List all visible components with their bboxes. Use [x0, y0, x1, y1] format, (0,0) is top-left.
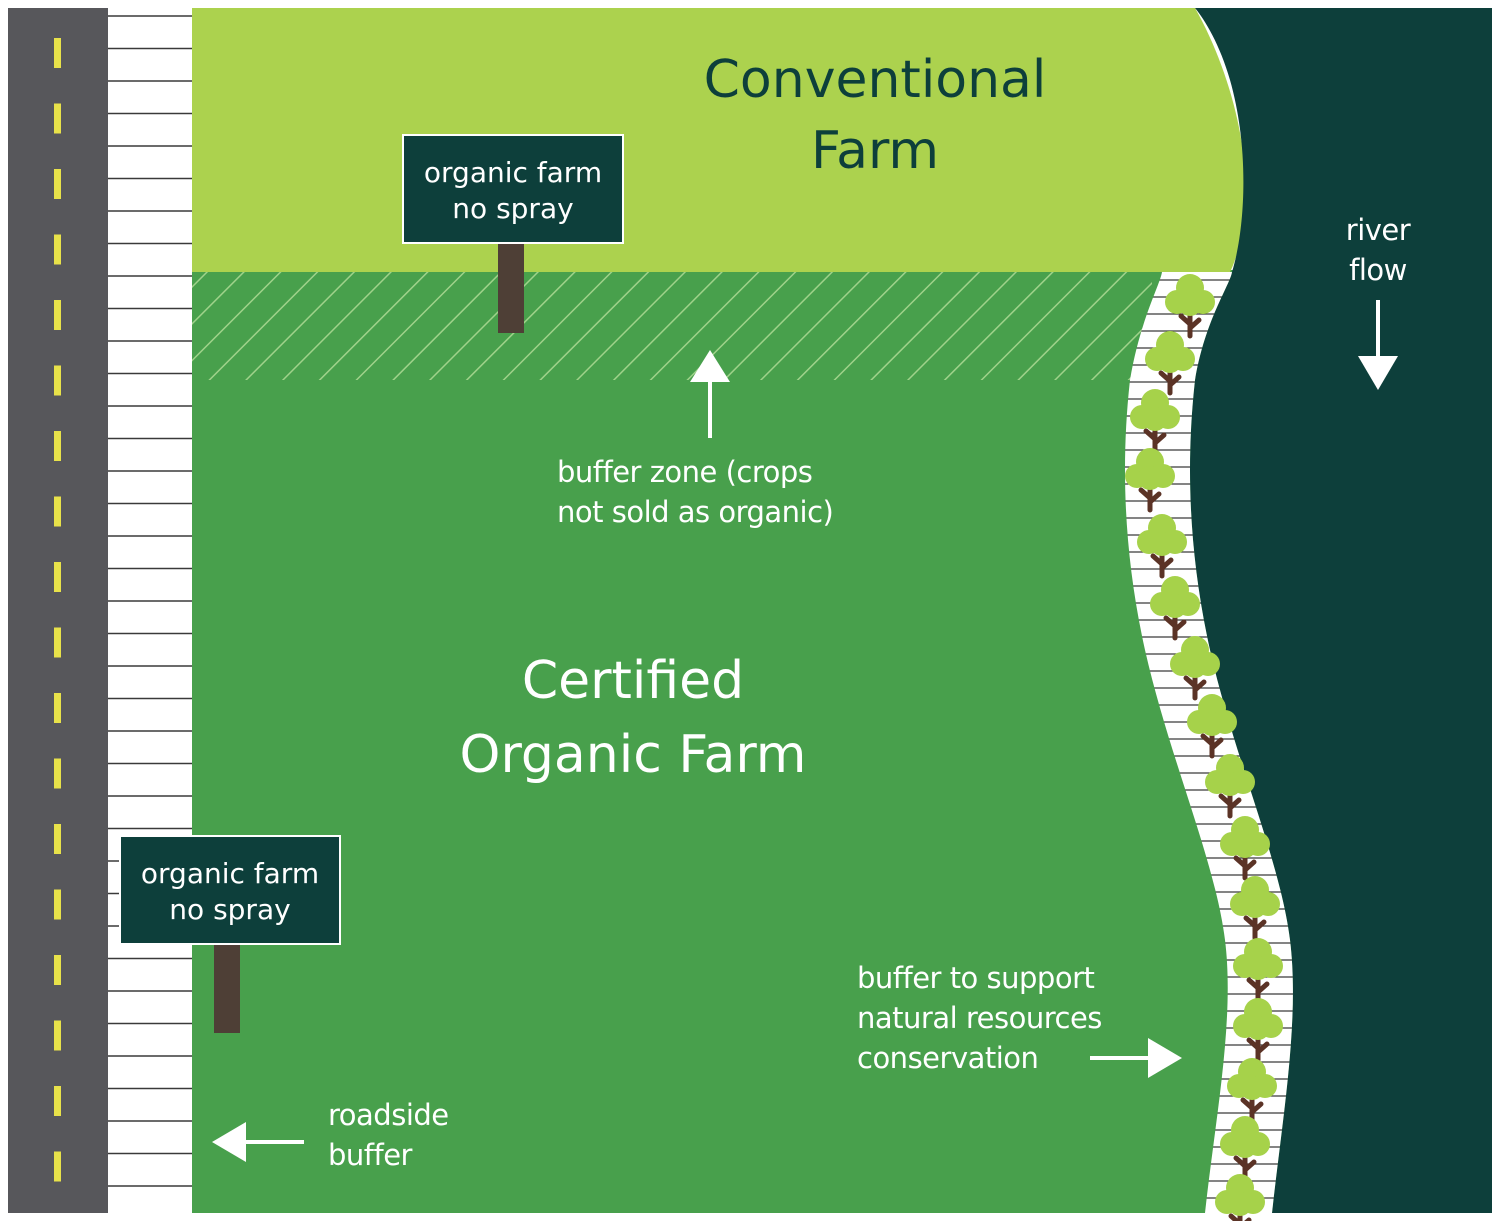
conventional-field: [192, 8, 1246, 272]
road-dash: [54, 824, 61, 854]
conservation-arrow: [1090, 1038, 1182, 1078]
roadside-label-line1: roadside: [328, 1098, 449, 1132]
road-dash: [54, 1086, 61, 1116]
buffer-zone-label-line1: buffer zone (crops: [557, 455, 813, 489]
road-dash: [54, 496, 61, 527]
river: [1190, 8, 1492, 1213]
road-dash: [54, 234, 61, 265]
sign-top-line1: organic farm: [424, 156, 602, 189]
road-dash: [54, 955, 61, 985]
conservation-label-line3: conservation: [857, 1041, 1039, 1075]
conventional-farm-title-line1: Conventional: [704, 50, 1047, 110]
road-dash: [54, 889, 61, 920]
road-dash: [54, 693, 61, 723]
conventional-farm-title-line2: Farm: [811, 121, 939, 181]
roadside-buffer-strip: [108, 8, 192, 1213]
road-dash: [54, 365, 61, 396]
sign-bottom-board: [119, 835, 341, 945]
buffer-zone-arrow: [690, 350, 730, 438]
road-dash: [54, 758, 61, 789]
organic-field: [192, 270, 1302, 1213]
organic-farm-title-line1: Certified: [522, 651, 744, 711]
conservation-buffer-label: buffer to support natural resources cons…: [857, 958, 1102, 1078]
conservation-label-line2: natural resources: [857, 1001, 1102, 1035]
river-flow-label: river flow: [1318, 210, 1438, 290]
road-dash: [54, 1151, 61, 1182]
road-dash: [54, 169, 61, 199]
road-dash: [54, 38, 61, 68]
road-dash: [54, 627, 61, 658]
sign-bottom-line2: no spray: [169, 893, 290, 926]
road-dash: [54, 1020, 61, 1051]
roadside-arrow: [212, 1122, 304, 1162]
sign-top-line2: no spray: [452, 192, 573, 225]
roadside-buffer-label: roadside buffer: [328, 1095, 449, 1175]
conservation-label-line1: buffer to support: [857, 961, 1095, 995]
sign-top-board: [402, 134, 624, 244]
sign-bottom-line1: organic farm: [141, 857, 319, 890]
road: [8, 8, 108, 1213]
road-dash: [54, 300, 61, 330]
river-flow-arrow: [1358, 300, 1398, 390]
road-dash: [54, 431, 61, 461]
road-center-dashes: [54, 38, 61, 1182]
road-dash: [54, 562, 61, 592]
buffer-zone-label: buffer zone (crops not sold as organic): [557, 452, 834, 532]
river-flow-label-line1: river: [1345, 213, 1411, 247]
road-dash: [54, 103, 61, 134]
sign-bottom-post: [214, 943, 240, 1033]
organic-farm-title-line2: Organic Farm: [460, 725, 807, 785]
sign-top-post: [498, 243, 524, 333]
buffer-zone-hatch: [192, 272, 1152, 380]
buffer-zone-label-line2: not sold as organic): [557, 495, 834, 529]
roadside-label-line2: buffer: [328, 1138, 412, 1172]
river-flow-label-line2: flow: [1349, 253, 1407, 287]
